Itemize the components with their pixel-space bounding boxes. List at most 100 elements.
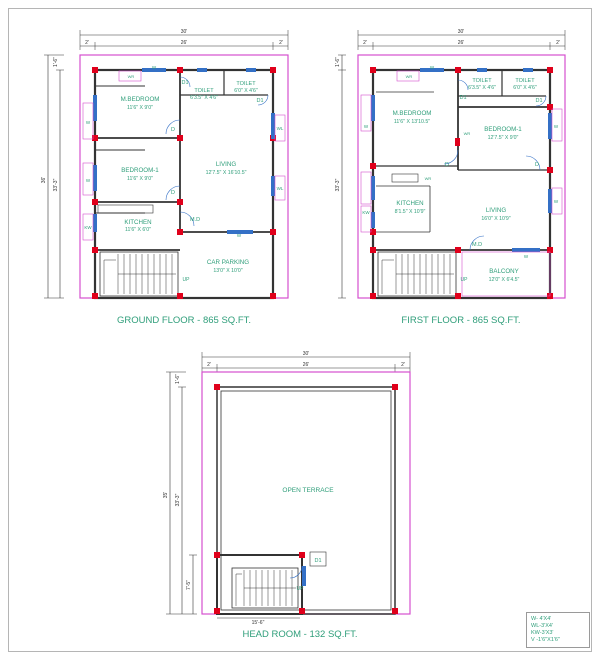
ground-w-label-2: W bbox=[86, 120, 91, 125]
ground-inner-width: 26' bbox=[181, 40, 188, 46]
first-kitchen-size: 8'1.5" X 10'9" bbox=[395, 209, 426, 215]
ground-living-size: 12'7.5" X 16'10.5" bbox=[206, 170, 247, 176]
ground-w-label-4: W bbox=[237, 233, 242, 238]
head-d1-label: D1 bbox=[314, 558, 321, 564]
first-right-setback: 2' bbox=[556, 40, 560, 46]
first-wr-label-1: WR bbox=[406, 74, 413, 79]
first-columns bbox=[370, 67, 553, 299]
head-stair-height: 7'-5" bbox=[186, 580, 192, 590]
first-w-label-4: W bbox=[554, 199, 559, 204]
first-w-label-3: W bbox=[554, 124, 559, 129]
first-bedroom1-size: 12'7.5" X 9'0" bbox=[488, 135, 519, 141]
head-staircase bbox=[231, 567, 299, 609]
first-md-label: M.D bbox=[472, 242, 482, 248]
ground-wl-label-1: WL bbox=[277, 126, 284, 131]
ground-staircase bbox=[99, 251, 179, 297]
ground-bedroom1-label: BEDROOM-1 bbox=[121, 167, 159, 174]
first-staircase bbox=[377, 251, 457, 297]
ground-kitchen-label: KITCHEN bbox=[124, 219, 151, 226]
first-inner-height: 33'-3" bbox=[335, 178, 341, 191]
ground-kitchen-size: 11'6" X 6'0" bbox=[125, 227, 151, 233]
first-inner-width: 26' bbox=[458, 40, 465, 46]
ground-up-label: UP bbox=[183, 277, 191, 283]
ground-car-parking-label: CAR PARKING bbox=[207, 259, 249, 266]
first-outer-wall bbox=[371, 68, 552, 300]
head-parapet-inner bbox=[220, 390, 392, 611]
first-kitchen-label: KITCHEN bbox=[396, 200, 423, 207]
legend-item-w: W- 4'X4' bbox=[531, 616, 552, 622]
ground-living-label: LIVING bbox=[216, 161, 236, 168]
ground-m-bedroom-label: M.BEDROOM bbox=[121, 96, 160, 103]
first-toilet-a-label: TOILET bbox=[472, 78, 492, 84]
first-m-bedroom-label: M.BEDROOM bbox=[393, 110, 432, 117]
ground-floor-title: GROUND FLOOR - 865 SQ.FT. bbox=[117, 315, 251, 326]
first-living-label: LIVING bbox=[486, 207, 506, 214]
open-terrace-label: OPEN TERRACE bbox=[282, 487, 334, 494]
head-inner-width: 26' bbox=[303, 362, 310, 368]
head-top-setback: 1'-6" bbox=[175, 374, 181, 384]
ground-w-label-1: W bbox=[152, 65, 157, 70]
ground-m-bedroom-size: 11'6" X 9'0" bbox=[127, 105, 153, 111]
legend-item-v: V -1'6"X1'6" bbox=[531, 637, 560, 643]
ground-inner-height: 33'-3" bbox=[53, 178, 59, 191]
ground-right-setback: 2' bbox=[279, 40, 283, 46]
first-top-setback: 1'-6" bbox=[335, 57, 341, 67]
first-balcony-label: BALCONY bbox=[489, 268, 519, 275]
ground-toilet-b-size: 6'0" X 4'6" bbox=[234, 88, 258, 94]
first-wr-label-2: WR bbox=[425, 176, 432, 181]
first-total-width: 30' bbox=[458, 29, 465, 35]
ground-toilet-a-label: TOILET bbox=[194, 88, 214, 94]
ground-d-label-2: D bbox=[171, 190, 175, 196]
first-doors bbox=[443, 79, 547, 251]
ground-d1-label-2: D1 bbox=[256, 98, 263, 104]
head-room-title: HEAD ROOM - 132 SQ.FT. bbox=[242, 629, 357, 640]
ground-top-setback: 1'-6" bbox=[53, 57, 59, 67]
head-up-label: UP bbox=[297, 586, 305, 592]
first-balcony-size: 12'0" X 6'4.5" bbox=[489, 277, 520, 283]
ground-total-height: 36' bbox=[41, 177, 47, 184]
ground-w-label-3: W bbox=[86, 178, 91, 183]
first-toilet-b-size: 6'0" X 4'6" bbox=[513, 85, 537, 91]
ground-toilet-b-label: TOILET bbox=[236, 81, 256, 87]
ground-windows bbox=[93, 68, 275, 234]
ground-wr-label: WR bbox=[128, 74, 135, 79]
head-right-setback: 2' bbox=[401, 362, 405, 368]
first-d-label-1: D bbox=[445, 162, 449, 168]
first-plot-boundary bbox=[357, 54, 566, 299]
drawing-sheet bbox=[8, 8, 592, 652]
ground-bedroom1-size: 11'6" X 9'0" bbox=[127, 176, 153, 182]
first-w-label-1: W bbox=[430, 65, 435, 70]
first-w-label-5: W bbox=[524, 254, 529, 259]
head-left-setback: 2' bbox=[207, 362, 211, 368]
ground-total-width: 30' bbox=[181, 29, 188, 35]
ground-d1-label-1: D1 bbox=[181, 80, 188, 86]
head-inner-height: 33'-3" bbox=[175, 493, 181, 506]
first-wr-label-3: WR bbox=[464, 131, 471, 136]
first-w-label-2: W bbox=[364, 124, 369, 129]
head-columns bbox=[214, 384, 398, 614]
ground-wl-label-2: WL bbox=[277, 186, 284, 191]
ground-d-label-1: D bbox=[171, 127, 175, 133]
first-toilet-b-label: TOILET bbox=[515, 78, 535, 84]
first-up-label: UP bbox=[461, 277, 469, 283]
first-floor-plan: 30' 2' 26' 2' 33'-3" 1'-6" bbox=[335, 29, 566, 326]
head-parapet-outer bbox=[216, 386, 396, 615]
ground-left-setback: 2' bbox=[85, 40, 89, 46]
head-total-height: 35' bbox=[163, 492, 169, 499]
head-room-plan: 30' 2' 26' 2' 35' 33'-3" 1'-6" 7'-5" 15'… bbox=[163, 351, 411, 640]
head-stair-width: 15'-6" bbox=[252, 620, 265, 626]
ground-floor-plan: 30' 2' 26' 2' 36' 33'-3" 1'-6" bbox=[41, 29, 289, 326]
legend-item-kw: KW-3'X3' bbox=[531, 630, 554, 636]
ground-toilet-a-size: 6'3.5" X 4'6" bbox=[190, 95, 218, 101]
first-bedroom1-label: BEDROOM-1 bbox=[484, 126, 522, 133]
first-d1-label-1: D1 bbox=[459, 95, 466, 101]
first-floor-title: FIRST FLOOR - 865 SQ.FT. bbox=[401, 315, 520, 326]
first-d1-label-2: D1 bbox=[535, 98, 542, 104]
first-living-size: 16'0" X 10'9" bbox=[481, 216, 510, 222]
first-m-bedroom-size: 11'6" X 13'10.5" bbox=[394, 119, 430, 125]
head-total-width: 30' bbox=[303, 351, 310, 357]
first-windows bbox=[371, 68, 552, 252]
ground-doors bbox=[165, 76, 269, 227]
ground-car-parking-size: 13'0" X 10'0" bbox=[213, 268, 242, 274]
